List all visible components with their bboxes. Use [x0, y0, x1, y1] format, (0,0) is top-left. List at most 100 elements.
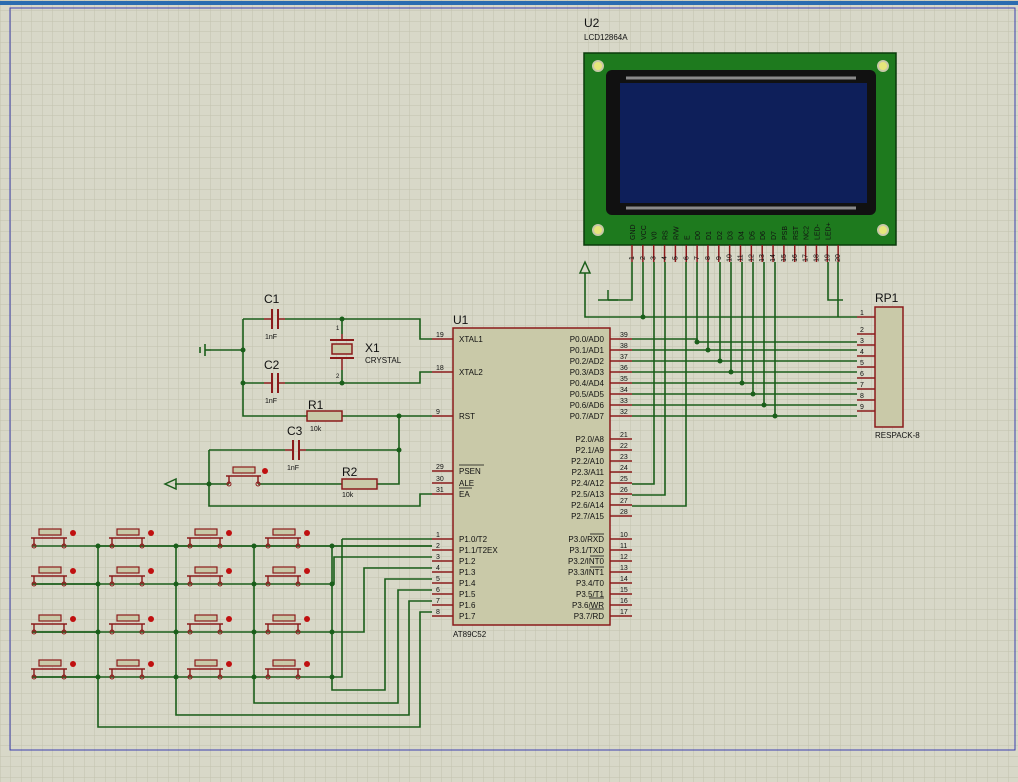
u1-ref: U1 — [453, 313, 469, 327]
u1-pin-number: 2 — [436, 543, 440, 550]
rp1-pin-number: 7 — [860, 382, 864, 389]
u1-pin-name: P0.5/AD5 — [570, 390, 605, 399]
lcd-pin-number: 5 — [672, 256, 679, 260]
u1-pin-number: 9 — [436, 409, 440, 416]
u1-pin-number: 35 — [620, 376, 628, 383]
lcd-pin-number: 13 — [759, 254, 766, 262]
u1-pin-number: 10 — [620, 532, 628, 539]
keypad-button-r3c4[interactable] — [265, 614, 310, 635]
u1-pin-name: P2.7/A15 — [571, 512, 604, 521]
keypad-button-r4c4[interactable] — [265, 659, 310, 680]
u1-pin-number: 22 — [620, 443, 628, 450]
u1-pin-name: XTAL1 — [459, 335, 483, 344]
u1-pin-number: 33 — [620, 398, 628, 405]
wires — [32, 262, 857, 728]
keypad-button-r1c4[interactable] — [265, 528, 310, 549]
u1-pin-number: 24 — [620, 465, 628, 472]
r2-value: 10k — [342, 492, 354, 499]
u1-pin-name: P1.5 — [459, 590, 476, 599]
lcd-pin-name: D0 — [695, 231, 702, 240]
c3-value: 1nF — [287, 465, 299, 472]
c2-ref: C2 — [264, 358, 280, 372]
keypad-button-r2c2[interactable] — [109, 566, 154, 587]
lcd-pin-number: 3 — [651, 256, 658, 260]
keypad-button-r2c3[interactable] — [187, 566, 232, 587]
lcd-u2[interactable]: U2 LCD12864A 1GND2VCC3V04RS5R/W6E7D08D19… — [583, 16, 897, 262]
keypad-button-r4c1[interactable] — [31, 659, 76, 680]
u1-pin-number: 13 — [620, 565, 628, 572]
u1-pin-name: P0.6/AD6 — [570, 401, 605, 410]
reset-button[interactable] — [226, 466, 268, 487]
lcd-pin-number: 17 — [803, 254, 810, 262]
u1-pin-name: P1.3 — [459, 568, 476, 577]
u2-ref: U2 — [584, 16, 600, 30]
u1-pin-number: 23 — [620, 454, 628, 461]
lcd-pin-name: PSB — [782, 226, 789, 240]
lcd-pin-number: 15 — [781, 254, 788, 262]
keypad-button-r4c3[interactable] — [187, 659, 232, 680]
u1-pin-name: P2.5/A13 — [571, 490, 604, 499]
lcd-pin-name: E — [684, 235, 691, 240]
r1-value: 10k — [310, 426, 322, 433]
u1-pin-number: 15 — [620, 587, 628, 594]
rp1-pin-number: 6 — [860, 371, 864, 378]
power-arrow-icon — [578, 260, 592, 274]
u1-body — [452, 327, 611, 626]
keypad-button-r3c3[interactable] — [187, 614, 232, 635]
keypad-button-r1c3[interactable] — [187, 528, 232, 549]
lcd-mount-holes — [592, 60, 889, 236]
keypad-button-r2c4[interactable] — [265, 566, 310, 587]
capacitor-c2[interactable]: C2 1nF — [264, 358, 285, 405]
keypad-button-r2c1[interactable] — [31, 566, 76, 587]
rp1-pin-number: 4 — [860, 349, 864, 356]
lcd-pin-number: 2 — [640, 256, 647, 260]
r2-ref: R2 — [342, 465, 358, 479]
keypad-button-r3c1[interactable] — [31, 614, 76, 635]
keypad-button-r3c2[interactable] — [109, 614, 154, 635]
u1-pin-number: 26 — [620, 487, 628, 494]
lcd-pin-name: D5 — [749, 231, 756, 240]
u1-pin-name: P2.0/A8 — [576, 435, 605, 444]
lcd-pin-name: D1 — [706, 231, 713, 240]
lcd-pin-name: R/W — [673, 226, 680, 240]
x1-pin1: 1 — [336, 326, 340, 332]
u1-pin-number: 28 — [620, 509, 628, 516]
lcd-pins: 1GND2VCC3V04RS5R/W6E7D08D19D210D311D412D… — [629, 222, 842, 262]
keypad-button-r1c2[interactable] — [109, 528, 154, 549]
u1-pin-number: 34 — [620, 387, 628, 394]
capacitor-c3[interactable]: C3 1nF — [285, 424, 306, 472]
u1-pin-number: 37 — [620, 354, 628, 361]
lcd-pin-name: LED+ — [825, 222, 832, 240]
keypad-button-r1c1[interactable] — [31, 528, 76, 549]
sheet-border — [9, 7, 1016, 751]
resistor-r2[interactable]: R2 10k — [341, 465, 378, 499]
u1-pin-name: P3.6/WR — [572, 601, 604, 610]
u1-pin-name: P1.2 — [459, 557, 476, 566]
u1-right-pins: 39P0.0/AD038P0.1/AD137P0.2/AD236P0.3/AD3… — [568, 332, 632, 621]
u1-pin-name: P0.1/AD1 — [570, 346, 605, 355]
c1-ref: C1 — [264, 292, 280, 306]
lcd-pin-number: 6 — [683, 256, 690, 260]
u1-pin-number: 36 — [620, 365, 628, 372]
keypad-button-r4c2[interactable] — [109, 659, 154, 680]
lcd-pin-number: 9 — [716, 256, 723, 260]
u1-pin-number: 18 — [436, 365, 444, 372]
keypad — [31, 528, 310, 680]
lcd-pin-name: D4 — [739, 231, 746, 240]
u1-pin-number: 17 — [620, 609, 628, 616]
capacitor-c1[interactable]: C1 1nF — [264, 292, 285, 341]
u1-pin-name: RST — [459, 412, 475, 421]
lcd-pin-name: D2 — [717, 231, 724, 240]
lcd-pin-name: V0 — [652, 231, 659, 240]
u1-pin-name: P0.4/AD4 — [570, 379, 605, 388]
resistor-r1[interactable]: R1 10k — [306, 398, 343, 433]
u1-pin-number: 5 — [436, 576, 440, 583]
u1-pin-number: 32 — [620, 409, 628, 416]
junctions — [95, 314, 778, 680]
crystal-x1[interactable]: X1 CRYSTAL 1 2 — [330, 326, 402, 380]
u2-part: LCD12864A — [584, 33, 628, 42]
